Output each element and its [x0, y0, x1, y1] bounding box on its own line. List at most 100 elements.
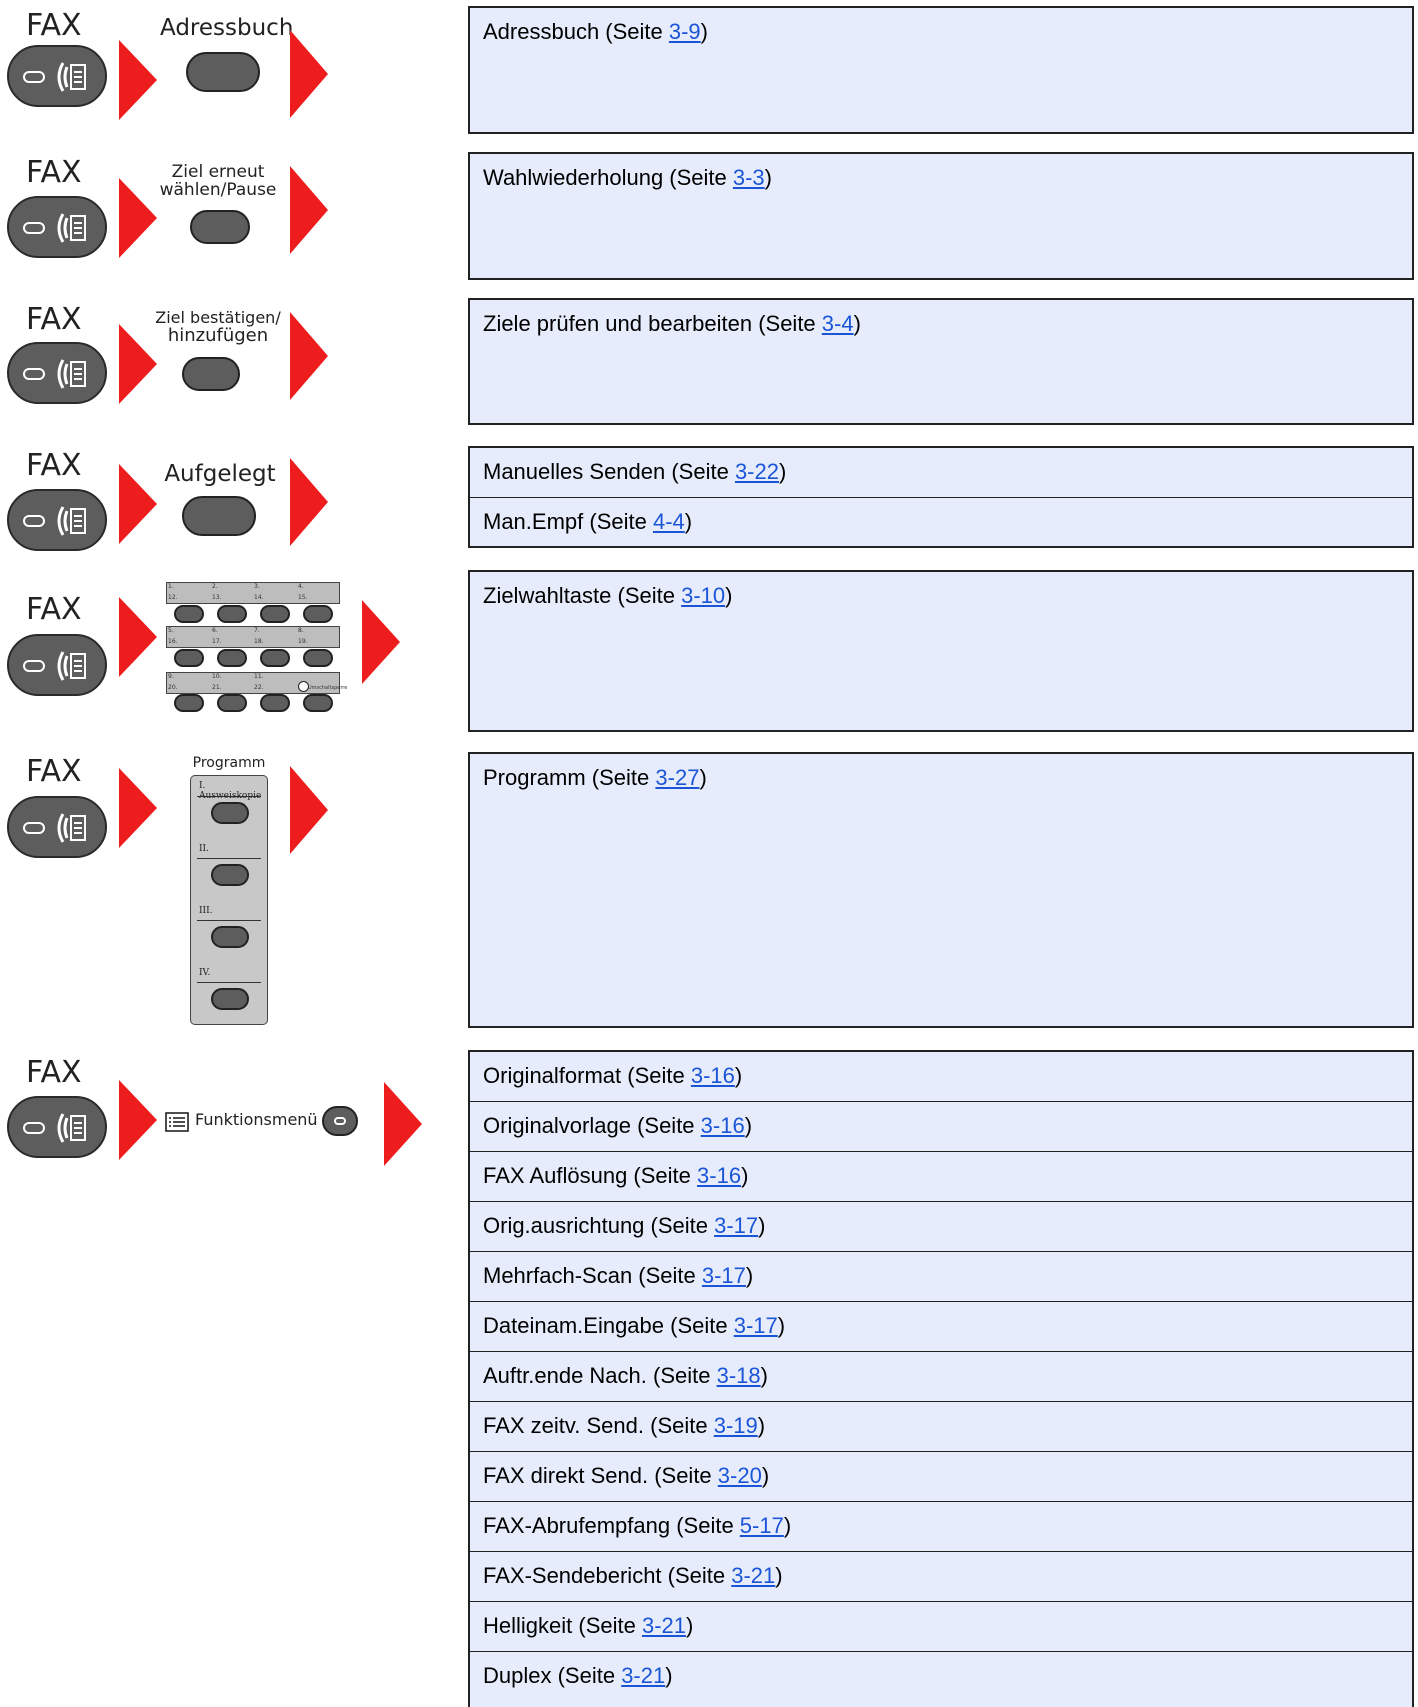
list-item: FAX zeitv. Send. (Seite 3-19) [470, 1402, 1412, 1452]
list-item: Duplex (Seite 3-21) [483, 1663, 673, 1688]
program-label: IV. [199, 968, 211, 978]
fax-phone-icon [57, 213, 86, 243]
one-touch-key[interactable] [217, 694, 247, 712]
red-arrow-icon [119, 324, 157, 404]
fax-label: FAX [26, 448, 82, 483]
fax-button[interactable] [7, 196, 107, 258]
key-number: 6. [212, 627, 218, 634]
program-key[interactable] [211, 926, 249, 948]
divider [197, 796, 261, 797]
pill-icon [23, 71, 45, 83]
one-touch-key[interactable] [260, 649, 290, 667]
wahlwiederholung-key[interactable] [190, 210, 250, 244]
one-touch-key[interactable] [174, 649, 204, 667]
aufgelegt-panel: Manuelles Senden (Seite 3-22) Man.Empf (… [468, 446, 1414, 548]
page-link[interactable]: 3-10 [681, 583, 726, 608]
page-link[interactable]: 3-20 [717, 1463, 762, 1488]
program-key[interactable] [211, 802, 249, 824]
list-item: Dateinam.Eingabe (Seite 3-17) [470, 1302, 1412, 1352]
page-link[interactable]: 3-3 [732, 165, 765, 190]
adressbuch-key[interactable] [186, 52, 260, 92]
key-number: 14. [254, 594, 264, 601]
page-link[interactable]: 3-17 [733, 1313, 778, 1338]
page-link[interactable]: 3-21 [731, 1563, 776, 1588]
page-link[interactable]: 3-16 [700, 1113, 745, 1138]
fax-phone-icon [57, 62, 86, 92]
pill-icon [23, 1122, 45, 1134]
ziele-pruefen-key[interactable] [182, 357, 240, 391]
page-link[interactable]: 3-19 [713, 1413, 758, 1438]
divider [197, 982, 261, 983]
page-link[interactable]: 3-16 [690, 1063, 735, 1088]
one-touch-key[interactable] [174, 694, 204, 712]
fax-phone-icon [57, 813, 86, 843]
page-link[interactable]: 3-18 [716, 1363, 761, 1388]
one-touch-key[interactable] [260, 694, 290, 712]
list-item: Helligkeit (Seite 3-21) [470, 1602, 1412, 1652]
fax-button[interactable] [7, 1096, 107, 1158]
aufgelegt-key[interactable] [182, 496, 256, 536]
page-link[interactable]: 3-17 [701, 1263, 746, 1288]
fax-label: FAX [26, 1055, 82, 1090]
key-number: 10. [212, 673, 222, 680]
key-number: 15. [298, 594, 308, 601]
page-link[interactable]: 3-22 [734, 459, 779, 484]
one-touch-key[interactable] [217, 649, 247, 667]
page-link[interactable]: 3-9 [668, 19, 701, 44]
key-number: 9. [168, 673, 174, 680]
fax-label: FAX [26, 754, 82, 789]
program-key[interactable] [211, 988, 249, 1010]
one-touch-key[interactable] [303, 605, 333, 623]
page-link[interactable]: 3-21 [621, 1663, 666, 1688]
list-item: Man.Empf (Seite 4-4) [483, 509, 693, 534]
page-link[interactable]: 3-17 [714, 1213, 759, 1238]
key-number: 16. [168, 638, 178, 645]
page-link[interactable]: 5-17 [739, 1513, 784, 1538]
fax-button[interactable] [7, 796, 107, 858]
pill-icon [23, 515, 45, 527]
fax-phone-icon [57, 506, 86, 536]
page-link[interactable]: 3-4 [821, 311, 854, 336]
one-touch-key[interactable] [217, 605, 247, 623]
page-link[interactable]: 4-4 [652, 509, 685, 534]
page-link[interactable]: 3-21 [641, 1613, 686, 1638]
divider [197, 920, 261, 921]
fax-button[interactable] [7, 634, 107, 696]
zielwahltaste-panel: Zielwahltaste (Seite 3-10) [468, 570, 1414, 732]
list-item: Originalformat (Seite 3-16) [470, 1052, 1412, 1102]
lock-label: Umschaltsperre [308, 685, 348, 691]
lock-indicator-icon [298, 681, 309, 692]
list-item: Manuelles Senden (Seite 3-22) [470, 448, 1412, 498]
key-strip [166, 672, 340, 694]
page-link[interactable]: 3-27 [655, 765, 700, 790]
key-strip [166, 626, 340, 648]
fax-phone-icon [57, 1113, 86, 1143]
list-item: Zielwahltaste (Seite 3-10) [483, 583, 733, 608]
red-arrow-icon [119, 178, 157, 258]
menu-list-icon [165, 1112, 189, 1132]
list-item: Mehrfach-Scan (Seite 3-17) [470, 1252, 1412, 1302]
page-link[interactable]: 3-16 [697, 1163, 742, 1188]
key-number: 13. [212, 594, 222, 601]
fax-button[interactable] [7, 342, 107, 404]
key-number: 8. [298, 627, 304, 634]
red-arrow-icon [119, 40, 157, 120]
key-number: 5. [168, 627, 174, 634]
fax-button[interactable] [7, 45, 107, 107]
program-key[interactable] [211, 864, 249, 886]
fax-button[interactable] [7, 489, 107, 551]
one-touch-key[interactable] [303, 694, 333, 712]
ziele-pruefen-panel: Ziele prüfen und bearbeiten (Seite 3-4) [468, 298, 1414, 425]
red-arrow-icon [290, 30, 328, 118]
one-touch-key[interactable] [303, 649, 333, 667]
one-touch-key[interactable] [260, 605, 290, 623]
list-item: FAX direkt Send. (Seite 3-20) [470, 1452, 1412, 1502]
red-arrow-icon [290, 458, 328, 546]
aufgelegt-key-label: Aufgelegt [164, 461, 276, 487]
list-item: Orig.ausrichtung (Seite 3-17) [470, 1202, 1412, 1252]
list-item: Originalvorlage (Seite 3-16) [470, 1102, 1412, 1152]
adressbuch-key-label: Adressbuch [160, 15, 294, 41]
one-touch-key[interactable] [174, 605, 204, 623]
funktionsmenue-key[interactable] [322, 1106, 358, 1136]
pill-icon [23, 660, 45, 672]
